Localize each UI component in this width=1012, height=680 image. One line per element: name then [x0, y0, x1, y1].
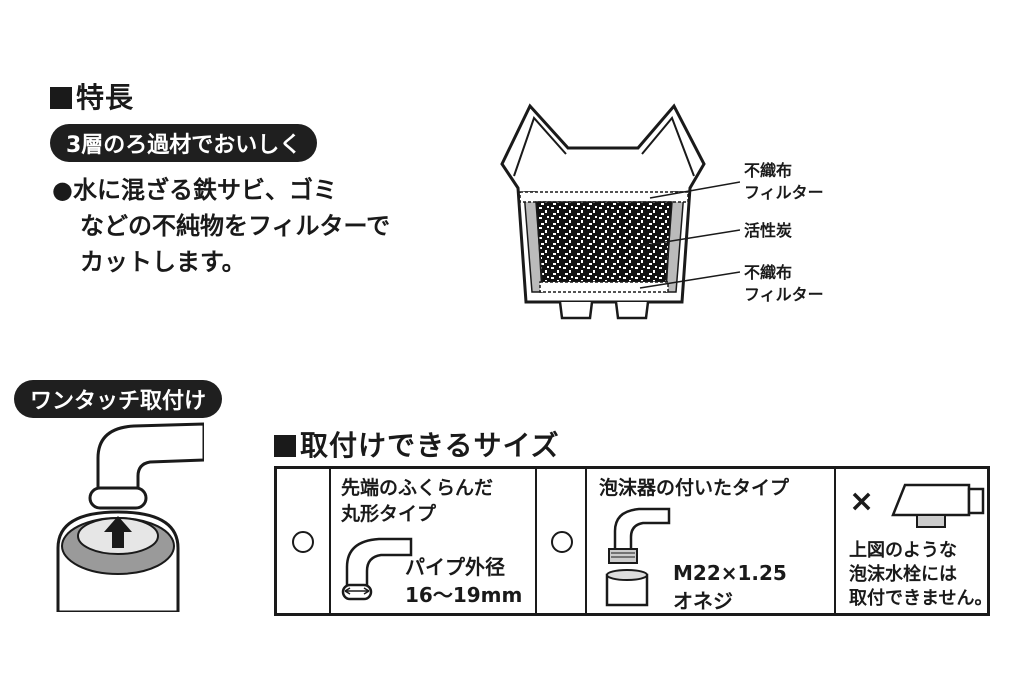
compatible-circle-icon [551, 531, 573, 553]
faucet-attach-illustration [56, 422, 204, 612]
table-divider [585, 469, 587, 613]
label-nonwoven-bottom: 不織布 フィルター [744, 263, 824, 304]
table-divider [834, 469, 836, 613]
table-divider [535, 469, 537, 613]
sizes-table: 先端のふくらんだ 丸形タイプ パイプ外径 16〜19mm 泡沫器の付いたタイプ … [274, 466, 993, 616]
col1-title: 先端のふくらんだ 丸形タイプ [341, 477, 494, 525]
incompatible-cross-icon: × [849, 484, 875, 519]
col2-spec: M22×1.25 オネジ [673, 561, 787, 613]
compatible-circle-icon [292, 531, 314, 553]
col2-title: 泡沫器の付いたタイプ [599, 477, 790, 499]
bullet-icon: ● [52, 176, 73, 204]
filter-cartridge-illustration [500, 103, 740, 320]
label-nonwoven-top: 不織布 フィルター [744, 161, 824, 202]
one-touch-pill: ワンタッチ取付け [14, 380, 223, 418]
aerator-icon [605, 507, 671, 607]
features-line-3: カットします。 [80, 248, 246, 276]
table-divider [329, 469, 331, 613]
label-activated-carbon: 活性炭 [744, 221, 793, 240]
foam-faucet-icon [891, 483, 985, 528]
heading-square-icon [274, 435, 296, 457]
features-line-2: などの不純物をフィルターで [80, 212, 391, 240]
col1-spec: パイプ外径 16〜19mm [405, 555, 523, 607]
heading-square-icon [50, 87, 72, 109]
sizes-heading: 取付けできるサイズ [274, 424, 560, 464]
round-pipe-icon [341, 537, 413, 601]
features-subheading-pill: 3層のろ過材でおいしく [50, 124, 318, 162]
features-heading: 特長 [50, 76, 134, 116]
features-description: ●水に混ざる鉄サビ、ゴミ などの不純物をフィルターで カットします。 [52, 172, 390, 280]
col3-note: 上図のような 泡沫水栓には 取付できません。 [849, 540, 993, 609]
features-line-1: ●水に混ざる鉄サビ、ゴミ [52, 176, 337, 204]
